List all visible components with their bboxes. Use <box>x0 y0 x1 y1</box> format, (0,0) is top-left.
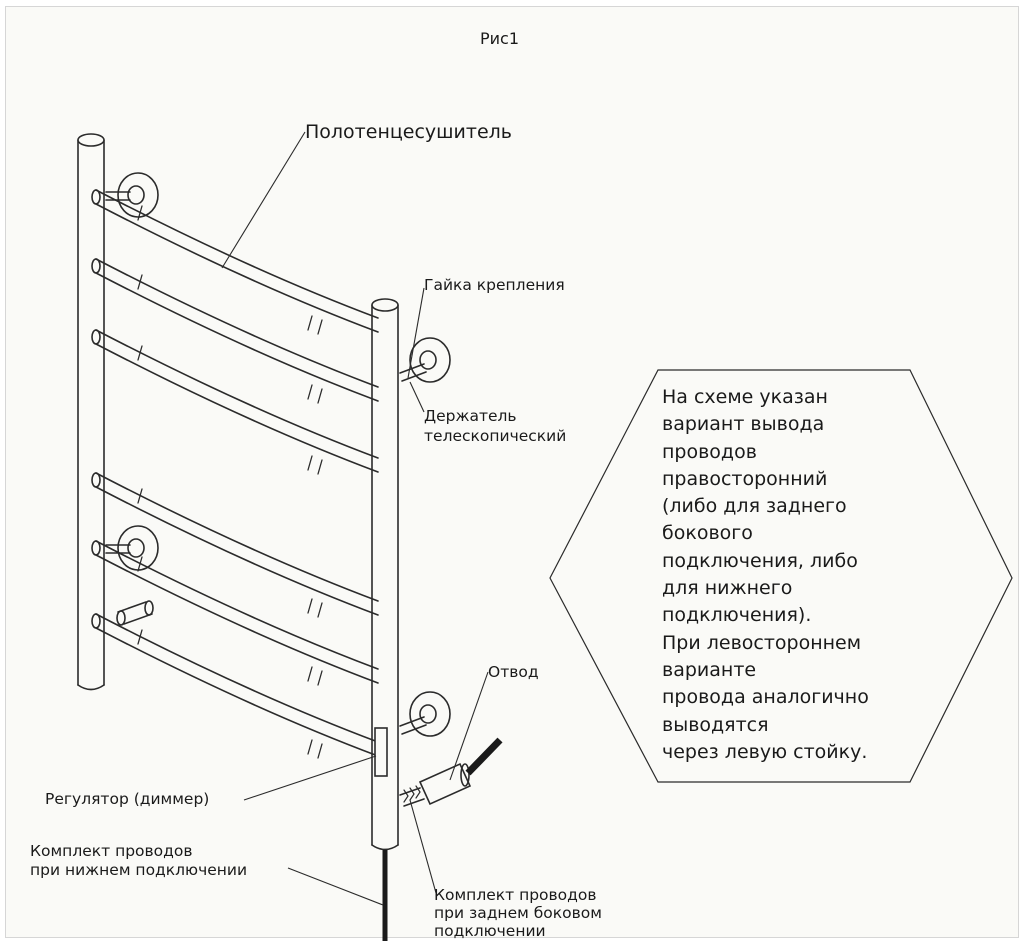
note-hexagon <box>549 369 1013 783</box>
dimmer-box <box>374 727 388 777</box>
left-post <box>77 133 105 691</box>
right-wall-mount-bottom <box>399 691 451 737</box>
right-post <box>371 298 399 851</box>
diagram-frame <box>5 6 1019 938</box>
note-line: варианте <box>662 658 757 681</box>
label-side-kit-line3: подключении <box>434 922 546 940</box>
label-towel-dryer: Полотенцесушитель <box>305 121 513 143</box>
label-holder-line1: Держатель <box>424 407 517 425</box>
rails <box>91 189 379 757</box>
label-mount-nut: Гайка крепления <box>424 276 565 294</box>
note-line: правосторонний <box>662 467 828 490</box>
note-line: подключения). <box>662 604 812 627</box>
left-wall-mount-top <box>105 172 159 218</box>
note-line: для нижнего <box>662 577 793 600</box>
leader-outlet <box>449 671 489 781</box>
note-line: При левостороннем <box>662 631 862 654</box>
note-line: проводов <box>662 440 757 463</box>
label-holder: Держатель телескопический <box>424 406 566 446</box>
rail-joints <box>137 205 323 759</box>
note-line: через левую стойку. <box>662 740 868 763</box>
leader-holder <box>409 381 425 413</box>
label-side-kit-line2: при заднем боковом <box>434 904 602 922</box>
note-line: провода аналогично <box>662 686 869 709</box>
figure-label: Рис1 <box>480 29 520 48</box>
leader-dimmer <box>243 755 377 801</box>
note-line: вариант вывода <box>662 413 825 436</box>
leader-mount-nut <box>407 287 425 379</box>
note-line: подключения, либо <box>662 549 858 572</box>
label-bottom-kit-line2: при нижнем подключении <box>30 861 248 879</box>
label-side-kit: Комплект проводов при заднем боковом под… <box>434 886 602 940</box>
label-bottom-kit-line1: Комплект проводов <box>30 842 193 860</box>
note-line: бокового <box>662 522 753 545</box>
wiring-note: На схеме указан вариант вывода проводов … <box>662 384 922 766</box>
side-outlet <box>399 762 472 807</box>
label-dimmer: Регулятор (диммер) <box>45 790 210 808</box>
leader-bottom-kit <box>287 867 384 906</box>
side-cable <box>465 737 503 776</box>
leader-towel-dryer <box>221 131 306 269</box>
label-outlet: Отвод <box>488 663 539 681</box>
note-line: выводятся <box>662 713 769 736</box>
leader-side-kit <box>409 799 437 894</box>
note-line: (либо для заднего <box>662 495 847 518</box>
left-stub <box>116 600 154 626</box>
note-line: На схеме указан <box>662 386 828 408</box>
label-holder-line2: телескопический <box>424 427 567 445</box>
label-bottom-kit: Комплект проводов при нижнем подключении <box>30 842 247 880</box>
right-wall-mount-top <box>399 337 451 383</box>
label-side-kit-line1: Комплект проводов <box>434 886 597 904</box>
